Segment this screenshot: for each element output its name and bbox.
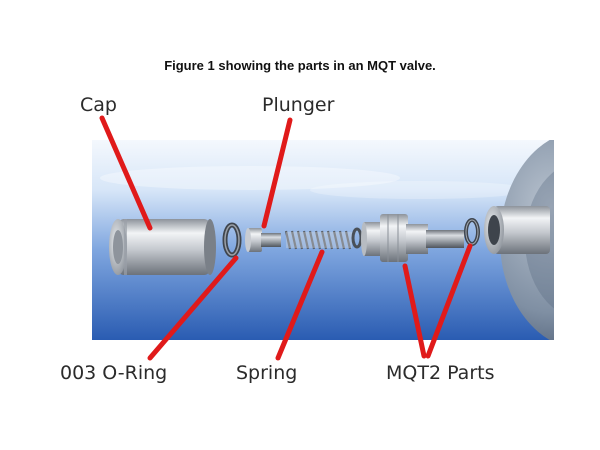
mqt2-parts-label: MQT2 Parts: [386, 362, 495, 384]
cap-part: [109, 219, 216, 275]
o-ring-label: 003 O-Ring: [60, 362, 167, 384]
spring-label: Spring: [236, 362, 297, 384]
plunger-label: Plunger: [262, 94, 334, 116]
mqt2-sleeve-part: [484, 206, 550, 254]
cap-label: Cap: [80, 94, 117, 116]
spring-part: [286, 231, 352, 249]
